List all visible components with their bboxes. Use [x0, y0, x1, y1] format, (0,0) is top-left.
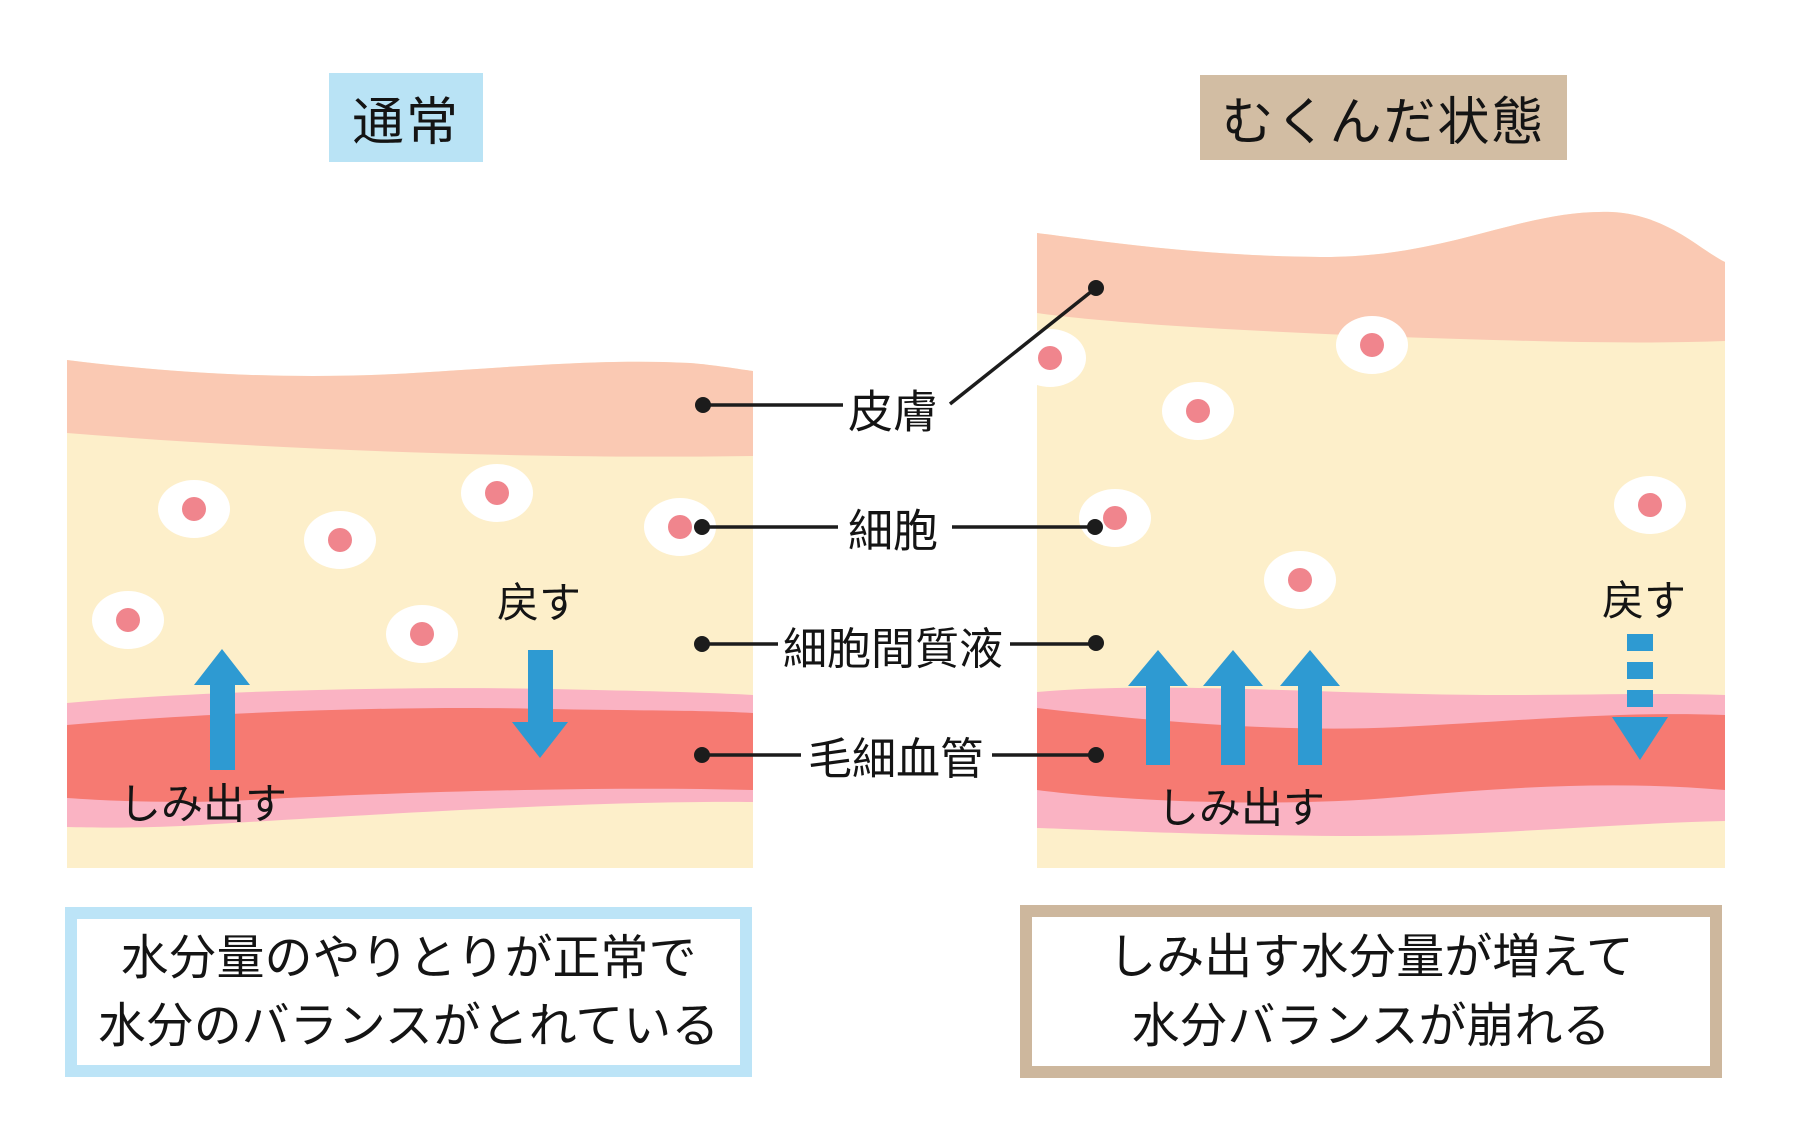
right-return-label: 戻す [1601, 576, 1687, 626]
swollen-caption-box: しみ出す水分量が増えて 水分バランスが崩れる [1020, 905, 1722, 1078]
dashed-down-arrow-icon [1612, 634, 1668, 760]
cell-nucleus [328, 528, 352, 552]
up-arrow-icon [1203, 650, 1263, 765]
cell-nucleus [182, 497, 206, 521]
left-epidermis-layer [67, 360, 753, 457]
right-epidermis-layer [1037, 211, 1725, 343]
cell-nucleus [1186, 399, 1210, 423]
up-arrow-icon [1280, 650, 1340, 765]
normal-caption-line2: 水分のバランスがとれている [97, 998, 720, 1054]
cell-nucleus [1288, 568, 1312, 592]
right-cell-nuclei [1038, 333, 1662, 592]
right-seep-out-label: しみ出す [1156, 783, 1326, 833]
label-skin: 皮膚 [847, 385, 939, 439]
swollen-caption-line2: 水分バランスが崩れる [1131, 997, 1611, 1054]
left-skin-cross-section [67, 360, 753, 868]
right-skin-cross-section [1014, 211, 1725, 868]
label-interstitial-fluid: 細胞間質液 [783, 624, 1003, 675]
up-arrow-icon [194, 649, 250, 770]
label-connectors [694, 280, 1104, 763]
swollen-title-badge: むくんだ状態 [1200, 75, 1567, 160]
cell-nucleus [116, 608, 140, 632]
normal-caption-box: 水分量のやりとりが正常で 水分のバランスがとれている [65, 907, 752, 1077]
left-seep-out-label: しみ出す [118, 779, 288, 829]
cell-nucleus [410, 622, 434, 646]
cell-nucleus [1638, 493, 1662, 517]
cell-nucleus [1360, 333, 1384, 357]
triple-up-arrow-icon [1128, 650, 1340, 765]
cell-nucleus [1038, 346, 1062, 370]
right-capillary-layer [1037, 708, 1725, 803]
normal-title-badge: 通常 [329, 73, 483, 162]
left-return-label: 戻す [496, 578, 582, 628]
left-capillary-layer [67, 707, 753, 802]
swollen-caption-line1: しみ出す水分量が増えて [1108, 929, 1634, 986]
label-cell: 細胞 [847, 504, 939, 558]
label-capillary: 毛細血管 [808, 734, 984, 785]
left-cell-nuclei [116, 481, 692, 646]
cell-nucleus [485, 481, 509, 505]
down-arrow-icon [512, 650, 568, 758]
normal-caption-line1: 水分量のやりとりが正常で [120, 929, 697, 986]
cell-nucleus [668, 515, 692, 539]
cell-nucleus [1103, 506, 1127, 530]
up-arrow-icon [1128, 650, 1188, 765]
